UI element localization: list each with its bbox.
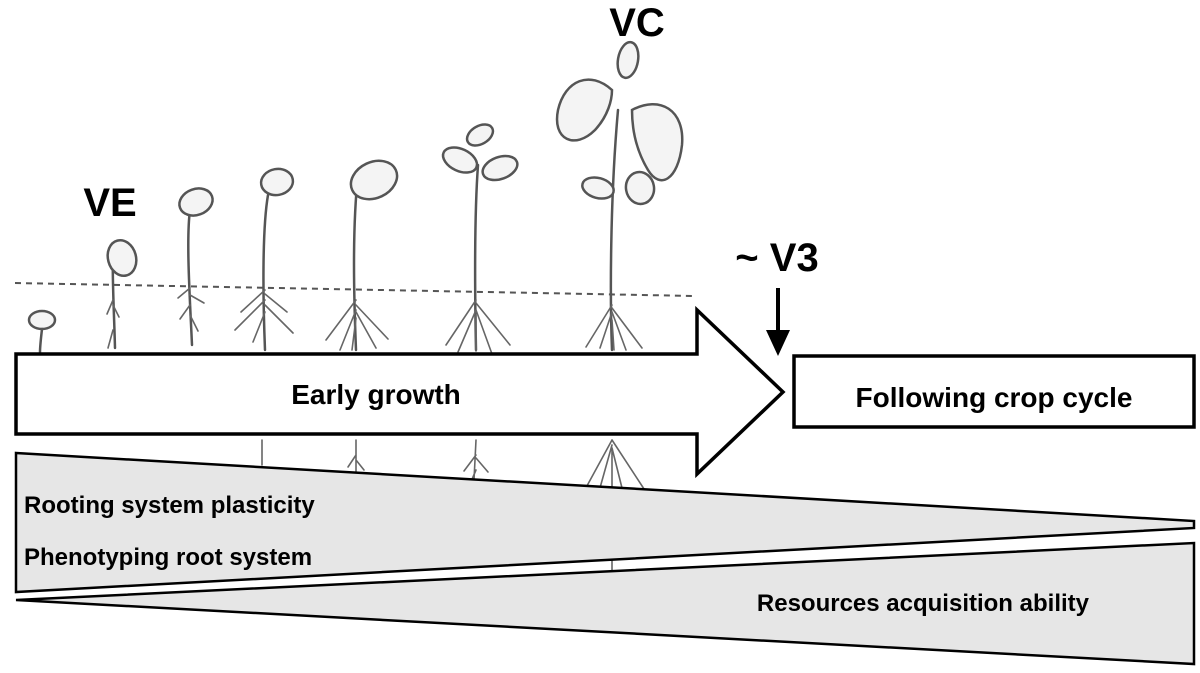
seedling-stage-1 (27, 309, 57, 354)
following-crop-cycle-label: Following crop cycle (856, 382, 1133, 413)
stage-label-v3: ~ V3 (735, 236, 818, 280)
following-crop-cycle-box (792, 354, 1196, 429)
down-arrow-icon (766, 288, 790, 356)
rooting-plasticity-wedge (14, 451, 1196, 594)
seedling-stage-5 (325, 159, 399, 481)
wedge-label-phenotyping: Phenotyping root system (24, 544, 312, 571)
soil-line (14, 282, 696, 297)
wedge-label-resources: Resources acquisition ability (757, 590, 1090, 617)
resources-acquisition-wedge (15, 541, 1196, 666)
wedge-label-rooting-plasticity: Rooting system plasticity (24, 492, 315, 519)
stage-label-vc: VC (609, 1, 665, 45)
seedling-stage-6 (441, 123, 519, 485)
seedling-stage-ve (106, 238, 138, 350)
early-growth-arrow (14, 305, 786, 479)
soybean-seedlings-illustration (27, 40, 684, 571)
stage-label-ve: VE (83, 181, 136, 225)
seedling-stage-4 (234, 167, 295, 466)
seedling-stage-vc (555, 40, 684, 571)
seedling-stage-3 (177, 187, 214, 347)
early-growth-label: Early growth (291, 379, 461, 410)
